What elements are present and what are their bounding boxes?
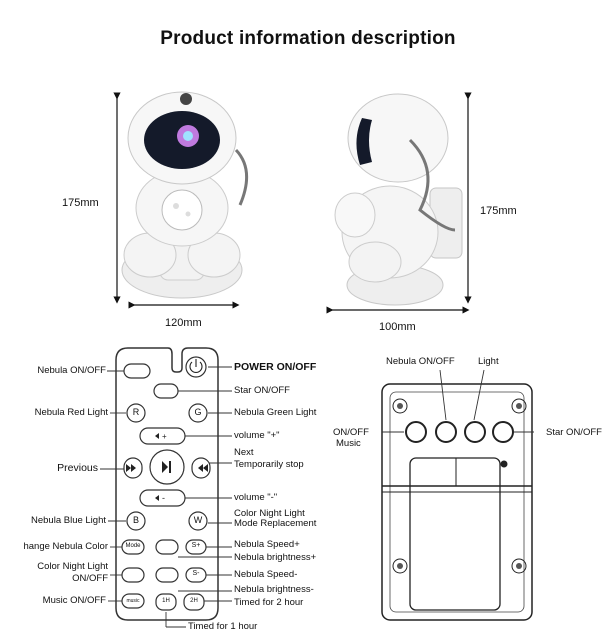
brightness-down-button [155, 567, 179, 583]
back-button-music [405, 421, 427, 443]
g-button-label: G [194, 407, 202, 417]
back-button-light [464, 421, 486, 443]
label-brightness-up: Nebula brightness+ [234, 552, 317, 563]
pause-icon [169, 461, 171, 473]
label-color-night-2: ON/OFF [72, 573, 108, 584]
label-timer-1h: Timed for 1 hour [188, 621, 258, 632]
speaker-up-icon [155, 433, 159, 439]
label-volume-up: volume "+" [234, 430, 280, 441]
2h-button-label: 2H [190, 598, 198, 604]
splus-button-label: S+ [191, 542, 201, 549]
front-height-label: 175mm [62, 197, 99, 209]
star-onoff-button [153, 383, 179, 399]
remote-diagram: + - [100, 347, 534, 628]
back-label-star: Star ON/OFF [546, 427, 602, 438]
label-volume-down: volume "-" [234, 492, 278, 503]
volume-up-button [139, 427, 186, 445]
back-label-light: Light [478, 356, 499, 367]
label-nebula-blue: Nebula Blue Light [31, 515, 106, 526]
next-icon [198, 464, 208, 472]
label-change-color: hange Nebula Color [23, 541, 108, 552]
label-power: POWER ON/OFF [234, 361, 317, 373]
red-button [126, 403, 146, 423]
timer-2h-button [183, 593, 205, 611]
music-button [121, 593, 145, 609]
side-height-label: 175mm [480, 205, 517, 217]
svg-text:+: + [162, 432, 167, 441]
label-nebula-green: Nebula Green Light [234, 407, 317, 418]
label-mode-1: Color Night Light [234, 508, 305, 519]
volume-down-button [139, 489, 186, 507]
astronaut-side-illustration [334, 93, 463, 306]
w-button-label: W [193, 515, 203, 525]
white-button [188, 511, 208, 531]
sminus-button-label: S- [192, 570, 200, 577]
back-label-nebula-onoff: Nebula ON/OFF [386, 356, 455, 367]
label-brightness-down: Nebula brightness- [234, 584, 314, 595]
brightness-up-button [155, 539, 179, 555]
1h-button-label: 1H [162, 598, 170, 604]
side-depth-label: 100mm [379, 321, 416, 333]
label-speed-down: Nebula Speed- [234, 569, 298, 580]
back-label-onoff: ON/OFF [333, 427, 369, 438]
product-figures [113, 91, 472, 314]
mode-button [121, 539, 145, 555]
astronaut-front-illustration [121, 91, 248, 299]
play-icon [162, 461, 168, 473]
label-next: Next [234, 447, 254, 458]
label-speed-up: Nebula Speed+ [234, 539, 300, 550]
timer-1h-button [155, 593, 177, 611]
back-button-star [492, 421, 514, 443]
power-icon [189, 361, 203, 373]
blue-button [126, 511, 146, 531]
speaker-down-icon [155, 495, 159, 501]
r-button-label: R [132, 407, 140, 417]
device-back-panel [381, 369, 534, 621]
speed-down-button [185, 567, 207, 583]
label-pause: Temporarily stop [234, 459, 304, 470]
green-button [188, 403, 208, 423]
label-color-night-1: Color Night Light [37, 561, 108, 572]
previous-icon [126, 464, 136, 472]
speed-up-button [185, 539, 207, 555]
label-mode-2: Mode Replacement [234, 518, 317, 529]
label-previous: Previous [57, 462, 98, 474]
svg-text:-: - [162, 493, 165, 503]
label-music: Music ON/OFF [42, 595, 106, 606]
mode-button-label: Mode [125, 543, 141, 549]
label-star: Star ON/OFF [234, 385, 290, 396]
night-light-button [121, 567, 145, 583]
label-timer-2h: Timed for 2 hour [234, 597, 304, 608]
page-title: Product information description [160, 28, 456, 49]
back-button-nebula [435, 421, 457, 443]
back-label-music: Music [336, 438, 361, 449]
label-nebula-onoff: Nebula ON/OFF [37, 365, 106, 376]
b-button-label: B [132, 515, 139, 525]
nebula-onoff-button [123, 363, 151, 379]
front-width-label: 120mm [165, 317, 202, 329]
music-button-label: music [126, 598, 140, 604]
label-nebula-red: Nebula Red Light [34, 407, 108, 418]
